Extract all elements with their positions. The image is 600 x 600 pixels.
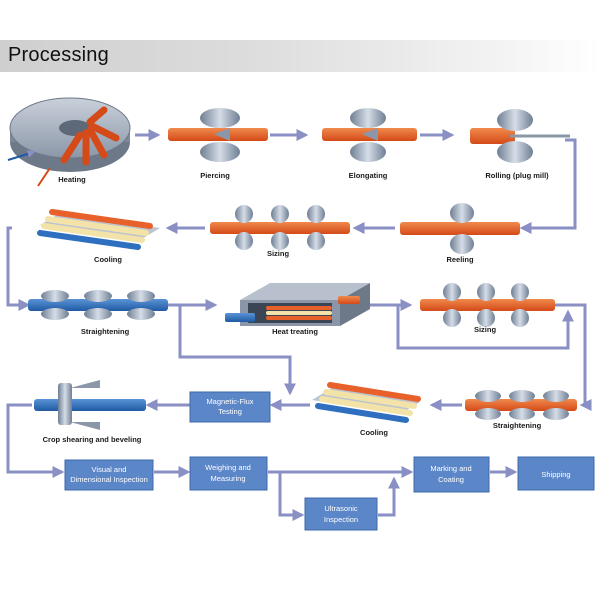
sizing-mill-icon [420,283,555,327]
heat-treating-furnace-icon [225,283,370,326]
pipe-bundle-icon [312,382,421,423]
box-label-line: Visual and [92,465,127,474]
step-label-cooling-2: Cooling [360,428,388,437]
pipe-bundle-icon [37,209,160,250]
step-label-piercing: Piercing [200,171,230,180]
box-label-line: Magnetic-Flux [206,397,253,406]
step-label-reeling: Reeling [446,255,474,264]
elongating-mill-icon [322,108,417,162]
box-label-line: Measuring [210,474,245,483]
weighing-measuring-box: Weighing and Measuring [189,456,268,491]
step-label-rolling: Rolling (plug mill) [485,171,549,180]
furnace-icon [7,97,131,187]
crop-shear-icon [34,380,146,430]
shipping-box: Shipping [517,456,595,491]
sizing-mill-icon [210,205,350,250]
marking-coating-box: Marking and Coating [413,456,490,493]
box-label-line: Inspection [324,515,358,524]
straightener-icon [465,390,577,420]
straightener-icon [28,290,168,320]
step-label-sizing-1: Sizing [267,249,290,258]
step-label-heating: Heating [58,175,86,184]
box-label-line: Weighing and [205,463,251,472]
reeling-mill-icon [400,203,520,254]
page-title: Processing [8,44,109,66]
step-label-cooling-1: Cooling [94,255,122,264]
box-label-line: Coating [438,475,464,484]
box-label-line: Testing [218,407,242,416]
ultrasonic-inspection-box: Ultrasonic Inspection [304,497,378,531]
step-label-straightening-2: Straightening [493,421,542,430]
step-label-straightening-1: Straightening [81,327,130,336]
magnetic-flux-testing-box: Magnetic-Flux Testing [189,391,271,423]
box-label-line: Shipping [541,470,570,479]
box-label-line: Dimensional Inspection [70,475,148,484]
step-label-heat-treating: Heat treating [272,327,318,336]
flow-arrows [6,129,592,521]
step-label-elongating: Elongating [349,171,388,180]
visual-inspection-box: Visual and Dimensional Inspection [64,459,154,491]
section-header: Processing [0,40,600,72]
piercing-mill-icon [168,108,268,162]
step-label-sizing-2: Sizing [474,325,497,334]
rolling-mill-icon [470,109,570,163]
box-label-line: Ultrasonic [324,504,358,513]
box-label-line: Marking and [430,464,471,473]
step-label-crop: Crop shearing and beveling [43,435,142,444]
